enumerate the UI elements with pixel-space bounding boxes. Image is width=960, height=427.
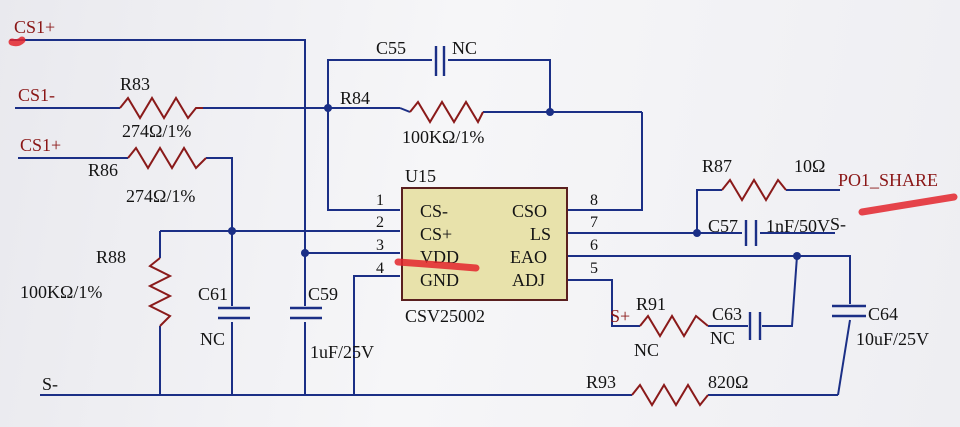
r83-value: 274Ω/1%: [122, 121, 191, 141]
r93-symbol: [631, 383, 709, 407]
r86-symbol: [127, 146, 207, 170]
c61-ref: C61: [198, 284, 228, 304]
highlight-mark-vdd: [394, 258, 480, 272]
highlight-mark-po1-share: [858, 193, 958, 216]
r86-value: 274Ω/1%: [126, 186, 195, 206]
junction-dot: [324, 104, 332, 112]
c64-ref: C64: [868, 304, 898, 324]
wire-pin5: [567, 279, 640, 327]
wire-pin1: [327, 108, 400, 211]
net-label-cs1-minus: CS1-: [18, 85, 55, 105]
net-label-po1-share: PO1_SHARE: [838, 170, 938, 190]
wire-r84-left-join: [399, 107, 411, 113]
c64-symbol: [832, 304, 866, 318]
c64-value: 10uF/25V: [856, 329, 929, 349]
wire-pin4: [353, 275, 400, 395]
c57-ref: C57: [708, 216, 738, 236]
junction-dot: [793, 252, 801, 260]
c61-symbol: [218, 306, 250, 320]
net-label-cs1-plus: CS1+: [20, 135, 61, 155]
r91-value: NC: [634, 340, 659, 360]
r86-ref: R86: [88, 160, 118, 180]
c57-symbol: [744, 220, 758, 246]
ic-pin-number: 1: [376, 192, 384, 209]
ic-pin-name: LS: [530, 224, 551, 244]
ic-pin-name: CSO: [512, 201, 547, 221]
c55-ref: C55: [376, 38, 406, 58]
junction-dot: [546, 108, 554, 116]
c59-value: 1uF/25V: [310, 342, 374, 362]
r88-value: 100KΩ/1%: [20, 282, 102, 302]
highlight-mark-cs1: [8, 36, 26, 47]
ic-pin-name: ADJ: [512, 270, 545, 290]
r84-ref: R84: [340, 88, 370, 108]
r84-value: 100KΩ/1%: [402, 127, 484, 147]
r87-symbol: [721, 178, 787, 202]
junction-dot: [693, 229, 701, 237]
c61-value: NC: [200, 329, 225, 349]
r88-symbol: [147, 257, 173, 327]
wire-r87-left: [696, 189, 722, 233]
ic-pin-number: 6: [590, 237, 598, 254]
ic-part: CSV25002: [405, 306, 485, 326]
r87-value: 10Ω: [794, 156, 825, 176]
ic-u15-body: [401, 187, 568, 301]
r91-symbol: [639, 314, 709, 338]
r91-ref: R91: [636, 294, 666, 314]
net-label-s-plus: S+: [610, 306, 630, 326]
r87-ref: R87: [702, 156, 732, 176]
c57-value: 1nF/50V: [766, 216, 830, 236]
wire-c64-bottom: [837, 319, 851, 396]
r93-ref: R93: [586, 372, 616, 392]
r83-symbol: [119, 96, 203, 120]
r88-ref: R88: [96, 247, 126, 267]
r93-value: 820Ω: [708, 372, 748, 392]
junction-dot: [228, 227, 236, 235]
r84-symbol: [409, 100, 484, 125]
wire-pin6: [567, 255, 851, 304]
net-label-s-minus: S-: [42, 374, 58, 394]
ic-pin-name: CS-: [420, 201, 448, 221]
net-label-cs1-plus-top: CS1+: [14, 17, 55, 37]
ic-pin-number: 5: [590, 260, 598, 277]
ic-pin-name: EAO: [510, 247, 547, 267]
wires: [10, 39, 851, 396]
wire-c55-left: [327, 59, 432, 108]
wire-cs1-plus-top: [10, 39, 306, 253]
c63-ref: C63: [712, 304, 742, 324]
ic-ref: U15: [405, 166, 436, 186]
ic-pin-number: 7: [590, 214, 598, 231]
wire-c55-right: [448, 59, 551, 112]
r83-ref: R83: [120, 74, 150, 94]
c63-symbol: [748, 312, 762, 340]
c59-symbol: [290, 306, 322, 320]
wire-r86-down: [206, 157, 233, 306]
junction-dot: [301, 249, 309, 257]
net-label-s-minus-c57: S-: [830, 214, 846, 234]
c63-value: NC: [710, 328, 735, 348]
c55-symbol: [434, 46, 446, 76]
ic-pin-number: 8: [590, 192, 598, 209]
ic-pin-number: 2: [376, 214, 384, 231]
c55-value: NC: [452, 38, 477, 58]
wire-c63-right: [762, 255, 798, 327]
ic-pin-number: 3: [376, 237, 384, 254]
ic-pin-name: CS+: [420, 224, 452, 244]
wire-pin8: [567, 112, 643, 211]
ic-pin-name: GND: [420, 270, 459, 290]
c59-ref: C59: [308, 284, 338, 304]
ic-pin-number: 4: [376, 260, 384, 277]
